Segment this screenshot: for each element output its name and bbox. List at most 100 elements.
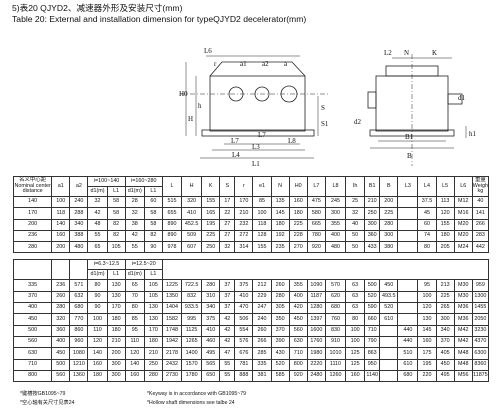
table-cell: 665 (306, 218, 326, 231)
sub-d1-c: d1(m) (87, 269, 108, 281)
output-shaft-side (447, 93, 463, 105)
header-L4: L4 (417, 176, 437, 197)
table-cell: 58 (143, 218, 163, 231)
table-cell: 790 (364, 335, 381, 349)
table-cell: 85 (124, 313, 145, 326)
table-cell (379, 335, 399, 349)
table-cell: 90 (143, 241, 163, 254)
table-cell: M30 (453, 279, 473, 292)
table-cell: 250 (143, 358, 163, 371)
table-cell: 60 (417, 218, 437, 231)
table-cell: 509 (181, 229, 203, 243)
table-cell: 590 (364, 302, 381, 315)
table-cell: 25 (345, 195, 366, 209)
table-cell: 130 (106, 279, 126, 292)
table-cell (379, 358, 399, 371)
table-cell: 155 (435, 218, 455, 231)
table-cell: 95 (417, 279, 437, 292)
table-cell: 180 (288, 207, 308, 220)
table-cell: 2178 (161, 347, 183, 360)
table-cell (397, 195, 419, 209)
header-N: N (270, 176, 290, 197)
table-cell: 300 (106, 369, 126, 383)
header-e1: e1 (252, 176, 272, 197)
table-cell: 1265 (181, 335, 203, 349)
table-cell: 80 (87, 279, 108, 292)
dim-L3: L3 (252, 143, 260, 151)
table-gap (13, 252, 489, 261)
table-cell: 141 (471, 207, 490, 220)
table-cell: 58 (106, 195, 126, 209)
table-cell: 180 (106, 313, 126, 326)
table-cell: 180 (143, 335, 163, 349)
table-cell: 155 (252, 241, 272, 254)
table-cell: 45 (417, 207, 437, 220)
dim-L2: L2 (384, 49, 392, 57)
table-cell: 1187 (306, 290, 326, 304)
table-cell: M30 (453, 290, 473, 304)
table-cell: 235 (270, 241, 290, 254)
table-cell: 250 (364, 207, 381, 220)
table-cell: 65 (124, 279, 145, 292)
table-cell: 210 (106, 335, 126, 349)
table-cell: 55 (124, 241, 145, 254)
table-cell: 74 (417, 229, 437, 243)
table-cell: 229 (252, 290, 272, 304)
table-cell: 82 (106, 229, 126, 243)
table-cell: 37 (219, 290, 236, 304)
table-cell: 660 (364, 313, 381, 326)
table-cell: 210 (364, 195, 381, 209)
dim-d2: d2 (354, 118, 362, 126)
table-cell: 37.5 (417, 195, 437, 209)
dim-K: K (432, 49, 437, 57)
table-cell: 1300 (471, 290, 490, 304)
table-cell: 680 (397, 369, 419, 383)
dim-l6: L6 (204, 47, 212, 55)
table-cell: 22 (219, 207, 236, 220)
dim-S1: S1 (321, 120, 329, 128)
table-cell: 28 (124, 195, 145, 209)
table-cell: 710 (288, 347, 308, 360)
table-cell: 48 (87, 218, 108, 231)
header-L5: L5 (435, 176, 455, 197)
table-cell: 442 (471, 241, 490, 254)
table-cell: 145 (270, 207, 290, 220)
table-cell: 37 (219, 302, 236, 315)
dim-L4: L4 (232, 151, 240, 159)
table-cell (397, 229, 419, 243)
table-cell: 620 (324, 290, 347, 304)
table-cell: 710 (12, 358, 53, 371)
header-L8: L8 (324, 176, 347, 197)
table-cell: 460 (201, 335, 221, 349)
table-cell: 170 (12, 207, 53, 220)
table-cell: 42 (219, 324, 236, 337)
table-cell: 118 (51, 207, 71, 220)
table-cell: 266 (252, 335, 272, 349)
table-cell: 1010 (324, 347, 347, 360)
table-cell: 1280 (306, 302, 326, 315)
table-cell: 400 (51, 335, 71, 349)
table-cell: 195 (201, 218, 221, 231)
table-cell: 630 (12, 347, 53, 360)
header-row-3: i=6.3~12.5 i=12.5~20 (12, 259, 490, 281)
table-cell: 113 (435, 195, 455, 209)
table-cell: 450 (379, 279, 399, 292)
table-cell: 390 (270, 335, 290, 349)
header-ratio-6-3: i=6.3~12.5 (87, 259, 126, 271)
table-cell: 180 (106, 324, 126, 337)
dim-L7-front: L7 (231, 137, 239, 145)
table-cell: 212 (252, 279, 272, 292)
table-cell: 95 (124, 324, 145, 337)
table-cell: 380 (379, 241, 399, 254)
table-cell: 100 (417, 290, 437, 304)
table-cell: 200 (379, 195, 399, 209)
table-cell: 1748 (161, 324, 183, 337)
decelerator-drawing: L6 r a1 a2 a h H0 H S S1 d2 L7 L8 L3 L4 … (179, 47, 477, 168)
table-cell: 650 (201, 369, 221, 383)
table-cell: 120 (87, 335, 108, 349)
header-ratio-low: i=100~140 (87, 176, 126, 187)
table-cell: 180 (435, 229, 455, 243)
